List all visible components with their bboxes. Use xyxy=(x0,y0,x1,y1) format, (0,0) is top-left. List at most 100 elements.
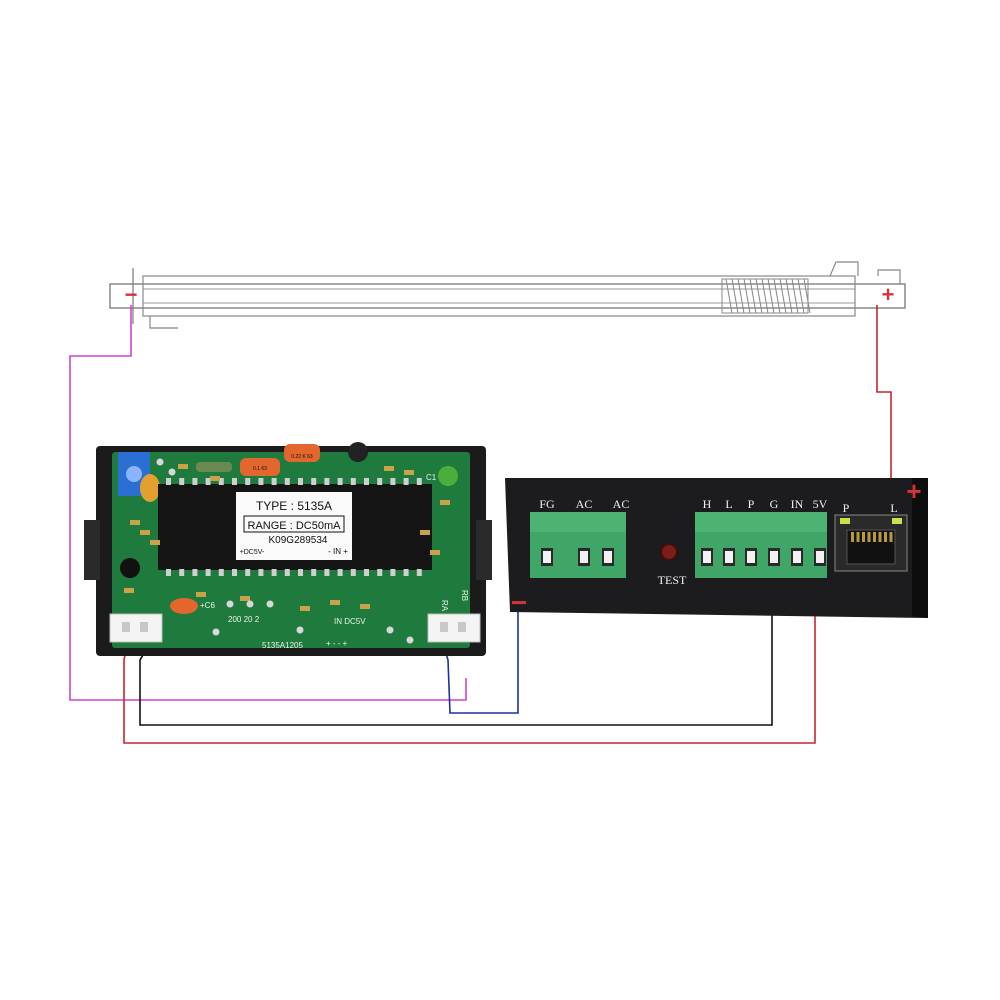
chip-pin xyxy=(403,569,409,576)
tube-positive-symbol: + xyxy=(882,282,895,307)
chip-pin xyxy=(284,569,290,576)
coil-turn xyxy=(743,278,751,314)
tube-coil xyxy=(725,278,811,314)
chip-pin xyxy=(192,569,198,576)
meter-connector-right xyxy=(427,613,481,643)
smd-part xyxy=(150,540,160,545)
chip-pin xyxy=(245,569,251,576)
rj45-contact xyxy=(884,532,887,542)
chip-pin xyxy=(337,569,343,576)
rj45-contact xyxy=(878,532,882,542)
pcb-pad xyxy=(386,626,394,634)
chip-pin xyxy=(377,569,383,576)
terminal-label-ac1: AC xyxy=(576,497,593,511)
pcb-c1-label: C1 xyxy=(426,473,437,482)
pcb-c6-label: +C6 xyxy=(200,601,215,610)
coil-turn xyxy=(785,278,793,314)
chip-pin xyxy=(377,478,383,485)
terminal-label-in: IN xyxy=(791,497,804,511)
chip-pin xyxy=(232,569,237,576)
pcb-pad xyxy=(296,626,304,634)
smd-part xyxy=(210,476,220,481)
power-supply: FG AC AC TEST H L P G IN 5V P L − + xyxy=(505,476,928,618)
chip-pin xyxy=(350,569,356,576)
smd-part xyxy=(140,530,150,535)
psu-positive-symbol: + xyxy=(906,476,921,506)
chip-pin xyxy=(364,569,369,576)
tube-negative-symbol: − xyxy=(125,282,138,307)
chip-pin xyxy=(232,478,237,485)
test-button[interactable] xyxy=(660,543,678,561)
rj45-led-left xyxy=(840,518,850,524)
terminal-screw xyxy=(816,551,824,563)
rj45-contact xyxy=(889,532,893,542)
chip-pins-left-text: +DC5V- xyxy=(240,549,265,556)
capacitor-green xyxy=(438,466,458,486)
coil-turn xyxy=(749,278,757,314)
pcb-pad xyxy=(246,600,254,608)
pcb-pad xyxy=(156,458,164,466)
chip-pin xyxy=(271,569,277,576)
coil-turn xyxy=(779,278,787,314)
coil-turn xyxy=(731,278,739,314)
pcb-range-label: 200 20 2 xyxy=(228,615,260,624)
wire-red-positive-tube xyxy=(876,305,892,488)
rj45-contact xyxy=(862,532,865,542)
terminal-screw xyxy=(747,551,755,563)
pcb-pad xyxy=(226,600,234,608)
chip-pin xyxy=(258,569,264,576)
capacitor-orange-2 xyxy=(240,458,280,476)
terminal-screw xyxy=(703,551,711,563)
chip-sticker xyxy=(236,492,352,560)
laser-tube: − + xyxy=(109,261,906,329)
terminal-screw xyxy=(543,551,551,563)
chip-pin xyxy=(324,478,330,485)
pcb-components xyxy=(124,458,450,644)
chip-pin xyxy=(416,569,422,576)
chip-pin xyxy=(311,569,317,576)
smd-part xyxy=(420,530,430,535)
chip-pin xyxy=(258,478,264,485)
pcb-pad xyxy=(266,600,274,608)
rj45-led-right xyxy=(892,518,902,524)
pcb-pad xyxy=(168,468,176,476)
terminal-screw xyxy=(580,551,588,563)
terminal-screw xyxy=(725,551,733,563)
smd-part xyxy=(124,588,134,593)
coil-turn xyxy=(767,278,775,314)
chip-pin xyxy=(350,478,356,485)
coil-turn xyxy=(797,278,805,314)
smd-part xyxy=(404,470,414,475)
pcb-pins-label: + - - + xyxy=(326,639,348,648)
coil-turn xyxy=(725,278,733,314)
coil-turn xyxy=(791,278,799,314)
smd-part xyxy=(130,520,140,525)
resistor-1 xyxy=(196,462,232,472)
coil-turn xyxy=(737,278,745,314)
chip-pin xyxy=(166,569,171,576)
meter-module: TYPE : 5135A RANGE : DC50mA K09G289534 +… xyxy=(84,442,492,656)
chip-pin xyxy=(416,478,422,485)
rj45-contact xyxy=(867,532,871,542)
capacitor-orange-4 xyxy=(170,598,198,614)
chip-pin xyxy=(390,478,396,485)
terminal-label-h: H xyxy=(703,497,712,511)
rj45-contact xyxy=(851,532,854,542)
smd-part xyxy=(300,606,310,611)
capacitor-orange-1 xyxy=(284,444,320,462)
pcb-rb-label: RB xyxy=(460,590,469,601)
terminal-screw xyxy=(604,551,612,563)
chip-pin xyxy=(271,478,277,485)
chip-pin xyxy=(179,569,185,576)
coil-turn xyxy=(773,278,781,314)
port-label-p: P xyxy=(843,501,850,515)
chip-code-text: K09G289534 xyxy=(269,535,328,546)
terminal-label-ac2: AC xyxy=(613,497,630,511)
capacitor-orange-3 xyxy=(140,474,160,502)
chip-pin xyxy=(245,478,251,485)
pcb-cap-label-2: 0.1 63 xyxy=(253,466,267,472)
chip-pin xyxy=(192,478,198,485)
chip-pin xyxy=(324,569,330,576)
port-label-l: L xyxy=(890,501,897,515)
